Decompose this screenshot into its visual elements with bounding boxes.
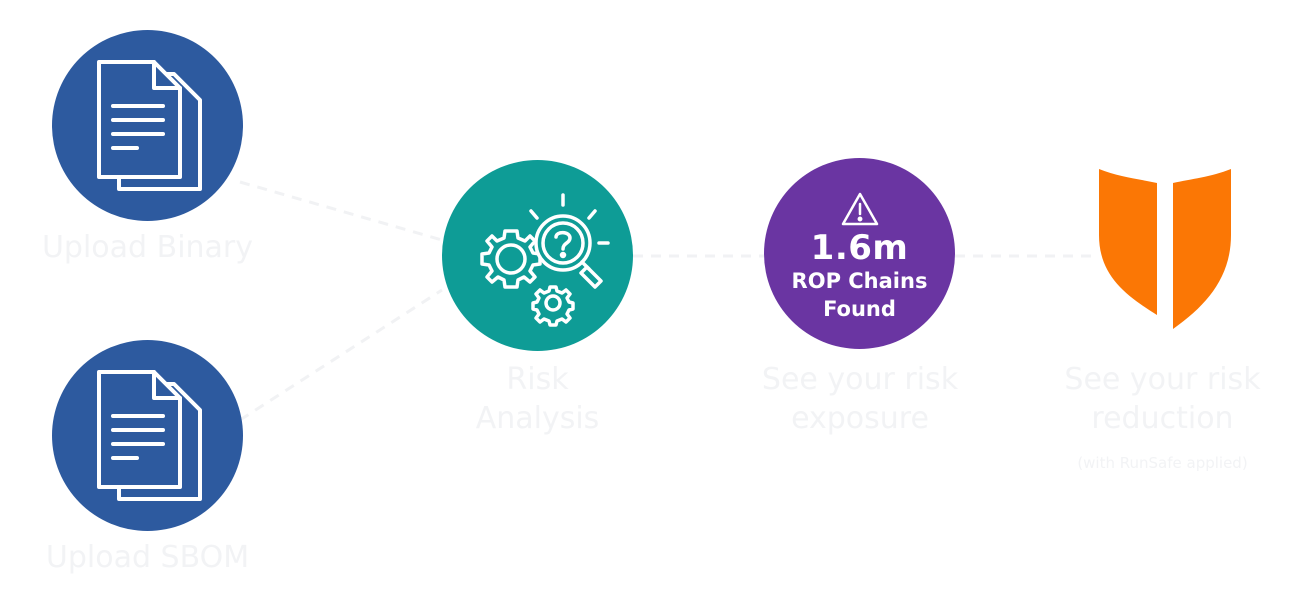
risk-analysis-node — [442, 160, 633, 351]
risk-analysis-label-line1: Risk — [506, 362, 569, 397]
shield-icon — [1099, 169, 1231, 329]
gears-magnifier-icon — [479, 192, 610, 327]
connector-sbom-to-analysis — [239, 288, 443, 422]
risk-analysis-label-line2: Analysis — [475, 401, 600, 436]
rop-chains-text-line2: Found — [823, 296, 896, 321]
rop-chains-text-line1: ROP Chains — [791, 268, 928, 293]
upload-binary-node — [52, 30, 243, 221]
risk-reduction-label: See your risk reduction — [1030, 360, 1295, 438]
document-icon — [96, 370, 202, 501]
risk-exposure-label-line2: exposure — [791, 401, 929, 436]
risk-reduction-label-line1: See your risk — [1064, 362, 1261, 397]
risk-analysis-label: Risk Analysis — [430, 360, 645, 438]
upload-binary-label: Upload Binary — [41, 230, 254, 265]
risk-reduction-label-line2: reduction — [1091, 401, 1234, 436]
rop-chains-node: 1.6m ROP Chains Found — [764, 158, 955, 349]
risk-reduction-note: (with RunSafe applied) — [1077, 454, 1248, 472]
upload-sbom-node — [52, 340, 243, 531]
document-icon — [96, 60, 202, 191]
warning-icon — [841, 192, 878, 225]
risk-exposure-label: See your risk exposure — [720, 360, 1000, 438]
rop-chains-count: 1.6m — [810, 227, 909, 268]
risk-exposure-label-line1: See your risk — [761, 362, 959, 397]
upload-sbom-label: Upload SBOM — [45, 540, 250, 575]
